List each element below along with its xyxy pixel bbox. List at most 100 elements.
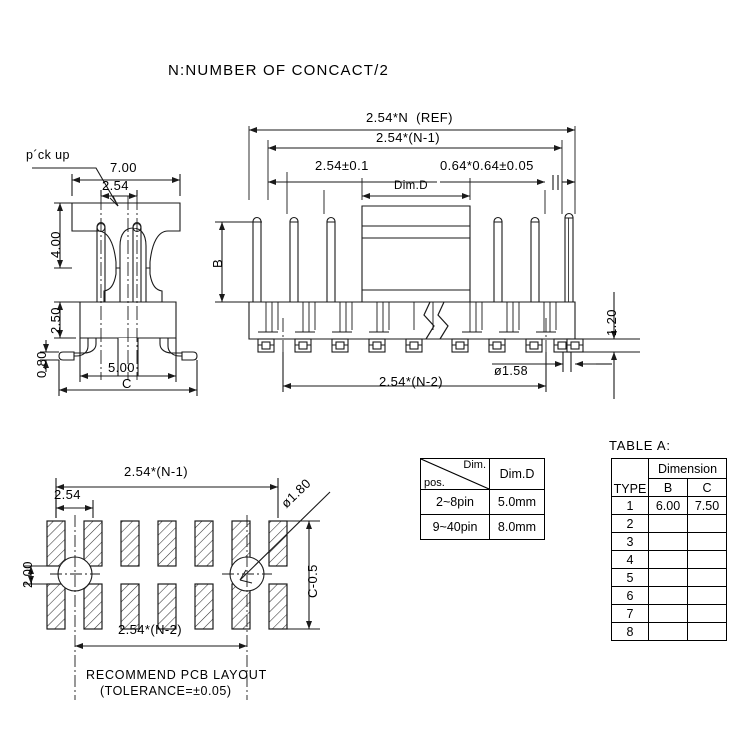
table-a-header-type: TYPE [611, 458, 649, 497]
pcb-dim-n1 [55, 478, 279, 518]
table-a-header-row-1: TYPE Dimension [611, 458, 727, 497]
table-a-row-5-type: 6 [611, 586, 649, 605]
dimd-table-header-row: Dim. pos. Dim.D [420, 458, 545, 490]
dim-label-dimd: Dim.D [394, 180, 428, 192]
dim-254-side [100, 190, 138, 199]
pcb-dim-254 [55, 500, 94, 518]
table-a-row-3-c [687, 550, 727, 569]
dim-064 [440, 175, 575, 190]
table-a-row-7-b [648, 622, 688, 641]
dimd-row-0-value: 5.0mm [489, 489, 545, 515]
dim-label-254-tol: 2.54±0.1 [315, 158, 369, 173]
corner-diagonal [421, 459, 489, 489]
side-view-body [71, 202, 181, 302]
table-a-row-5-b [648, 586, 688, 605]
dim-250 [54, 301, 80, 339]
table-a-row-5-c [687, 586, 727, 605]
table-a-row-1-type: 2 [611, 514, 649, 533]
dim-label-dia158: ø1.58 [494, 364, 528, 378]
dim-label-254-side: 2.54 [102, 178, 129, 193]
dim-400 [54, 202, 72, 269]
table-a-row-6-b [648, 604, 688, 623]
dim-label-254N1: 2.54*(N-1) [376, 130, 440, 145]
dimd-table-row: 2~8pin 5.0mm [420, 489, 545, 515]
dim-120 [578, 292, 640, 399]
table-a-row-2-type: 3 [611, 532, 649, 551]
table-row: 2 [611, 514, 727, 533]
front-view-smt-feet [257, 338, 584, 353]
table-a-row-2-b [648, 532, 688, 551]
dim-label-254N-ref: 2.54*N (REF) [366, 110, 453, 125]
dim-080 [40, 340, 59, 372]
dim-label-064: 0.64*0.64±0.05 [440, 158, 534, 173]
pcb-dim-label-c05: C-0.5 [305, 564, 320, 598]
table-a-row-4-type: 5 [611, 568, 649, 587]
pcb-dim-200 [24, 565, 47, 585]
table-a-row-3-type: 4 [611, 550, 649, 569]
dim-700 [71, 174, 181, 196]
dim-label-700: 7.00 [110, 160, 137, 175]
dim-c-side [58, 360, 198, 396]
dimd-table-row: 9~40pin 8.0mm [420, 514, 545, 540]
dim-dia180-leader [239, 491, 331, 581]
pick-up-label: p´ck up [26, 148, 70, 162]
dimd-row-1-value: 8.0mm [489, 514, 545, 540]
dim-500 [79, 338, 177, 382]
table-a-row-6-type: 7 [611, 604, 649, 623]
dim-label-250: 2.50 [48, 307, 63, 334]
dim-label-500: 5.00 [108, 360, 135, 375]
table-a-row-6-c [687, 604, 727, 623]
front-view-center-block [361, 205, 471, 303]
table-row: 3 [611, 532, 727, 551]
pcb-pads-bottom [46, 583, 288, 630]
title-note: N:NUMBER OF CONCACT/2 [168, 62, 390, 79]
table-row: 1 6.00 7.50 [611, 496, 727, 515]
dim-label-254N2: 2.54*(N-2) [379, 374, 443, 389]
table-a-header-row-2: B C [612, 478, 727, 497]
dim-label-120: 1.20 [604, 309, 619, 336]
pcb-caption-line1: RECOMMEND PCB LAYOUT [86, 668, 268, 682]
dimd-table: Dim. pos. Dim.D 2~8pin 5.0mm 9~40pin 8.0… [420, 458, 545, 540]
table-a-row-7-type: 8 [611, 622, 649, 641]
dim-label-c-side: C [122, 376, 132, 391]
table-a-row-0-b: 6.00 [648, 496, 688, 515]
pcb-dim-c05 [287, 520, 320, 630]
pcb-dim-label-n1: 2.54*(N-1) [124, 464, 188, 479]
table-row: 4 [611, 550, 727, 569]
pcb-dim-label-200: 2.00 [20, 561, 35, 588]
break-line-right [437, 301, 449, 340]
table-row: 8 [611, 622, 727, 641]
table-a-row-3-b [648, 550, 688, 569]
pcb-caption-line2: (TOLERANCE=±0.05) [100, 684, 232, 698]
table-a-header-group: Dimension [648, 458, 727, 479]
dimd-corner-top: Dim. [463, 459, 486, 471]
dim-dia158 [492, 352, 612, 372]
dimd-row-1-pos: 9~40pin [420, 514, 490, 540]
dim-label-b-front: B [210, 258, 225, 268]
table-row: 7 [611, 604, 727, 623]
dimd-table-corner-cell: Dim. pos. [420, 458, 490, 490]
table-a-row-4-b [648, 568, 688, 587]
table-a-row-1-c [687, 514, 727, 533]
pcb-dim-label-254: 2.54 [54, 487, 81, 502]
dim-254N2 [282, 352, 547, 392]
table-a-row-2-c [687, 532, 727, 551]
table-a-header-b: B [648, 478, 688, 497]
dim-label-400: 4.00 [48, 231, 63, 258]
front-view-body [248, 301, 576, 340]
table-a-row-0-c: 7.50 [687, 496, 727, 515]
table-row: 6 [611, 586, 727, 605]
dimd-row-0-pos: 2~8pin [420, 489, 490, 515]
table-a-row-4-c [687, 568, 727, 587]
pcb-dim-label-n2: 2.54*(N-2) [118, 622, 182, 637]
break-line-left [423, 301, 435, 340]
table-a-row-7-c [687, 622, 727, 641]
table-a-header-c: C [687, 478, 727, 497]
table-a: TYPE Dimension B C 1 6.00 7.50 2 3 4 5 [611, 458, 727, 641]
table-a-title: TABLE A: [609, 438, 671, 453]
dimd-corner-bottom: pos. [424, 477, 445, 489]
dimd-table-header-col: Dim.D [489, 458, 545, 490]
table-row: 5 [611, 568, 727, 587]
